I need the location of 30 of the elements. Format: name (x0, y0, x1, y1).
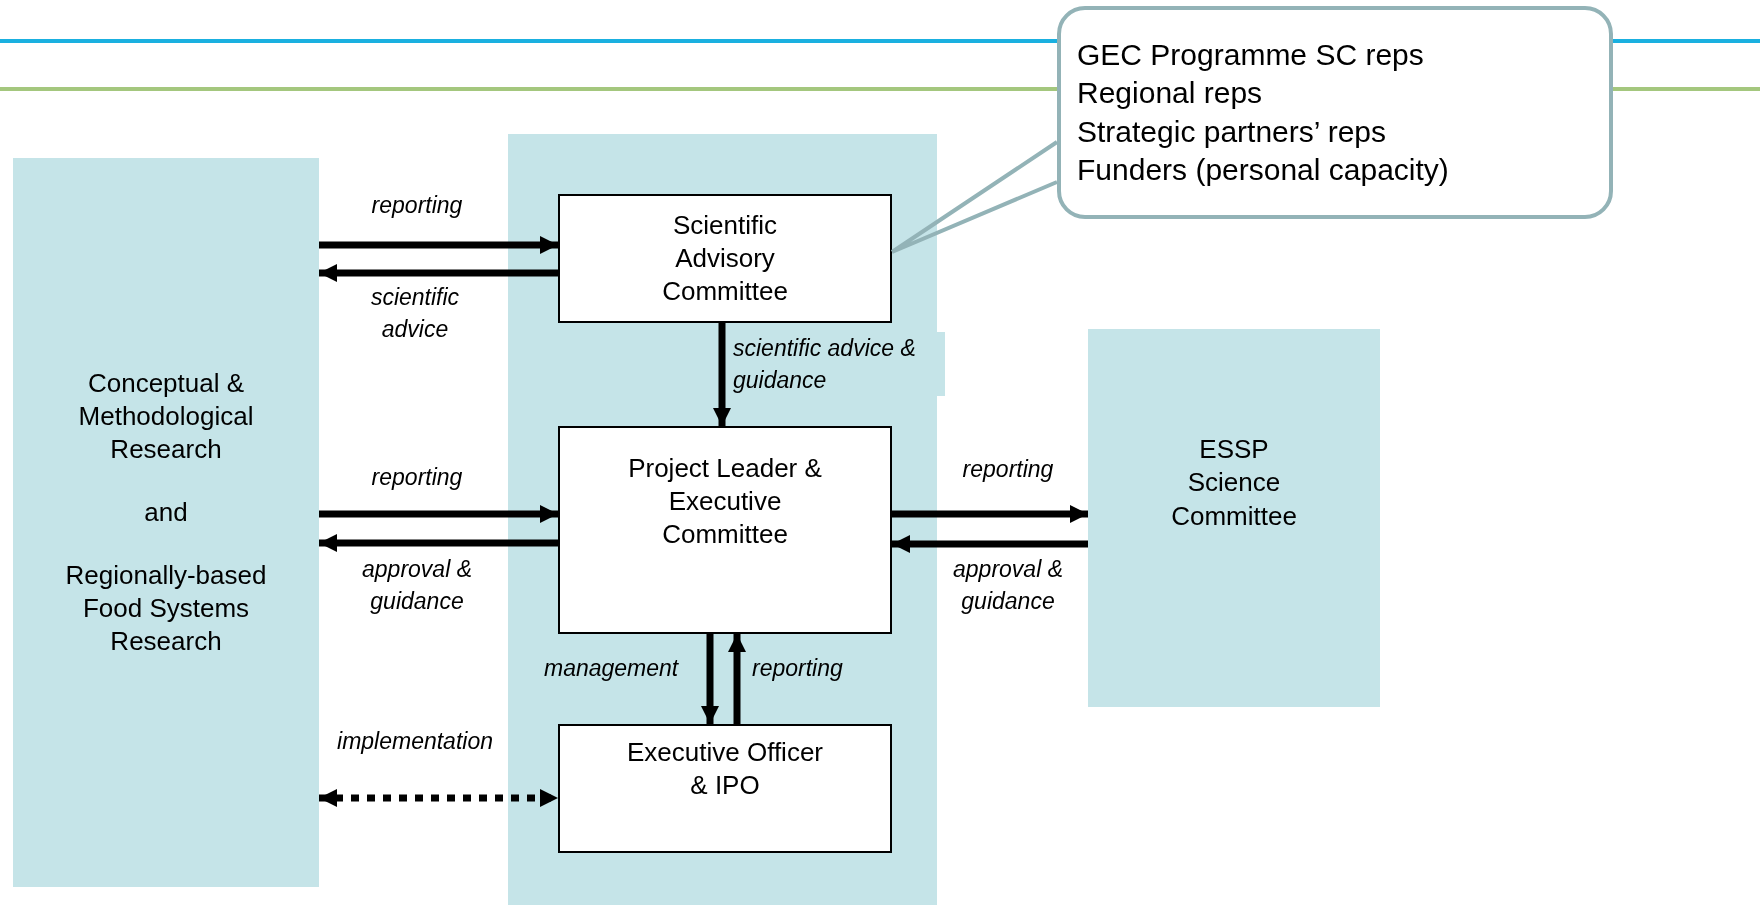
committee-box (558, 426, 892, 634)
arrow (892, 535, 1088, 553)
arrow (728, 634, 746, 724)
arrow (319, 264, 558, 282)
edge-label: scientific advice & guidance (730, 331, 945, 397)
list-item: GEC Programme SC reps (1077, 37, 1424, 74)
node-text: Scientific Advisory Committee (661, 208, 789, 308)
committee-panel (1088, 329, 1380, 707)
list-item: Strategic partners’ reps (1077, 113, 1387, 150)
arrow (319, 236, 558, 254)
arrow (701, 634, 719, 724)
node-text: Executive Officer & IPO (625, 736, 824, 802)
callout-bubble (1057, 6, 1613, 219)
list-item: Funders (personal capacity) (1077, 151, 1449, 188)
office-box (558, 724, 892, 853)
node-text: ESSP Science Committee (1170, 433, 1298, 533)
arrow (319, 505, 558, 523)
arrow (713, 323, 731, 426)
callout-pointer (890, 140, 1059, 254)
group-panel (508, 134, 937, 905)
research-panel (13, 158, 319, 887)
node-text: Conceptual & Methodological Research (77, 366, 255, 466)
dotted-arrow (319, 789, 558, 807)
committee-box (558, 194, 892, 323)
node-text: Regionally-based Food Systems Research (64, 559, 268, 659)
node-text: and (144, 496, 188, 529)
list-item: Regional reps (1077, 75, 1263, 112)
arrow (319, 534, 558, 552)
node-text: Project Leader & Executive Committee (627, 452, 823, 552)
arrow (892, 505, 1088, 523)
